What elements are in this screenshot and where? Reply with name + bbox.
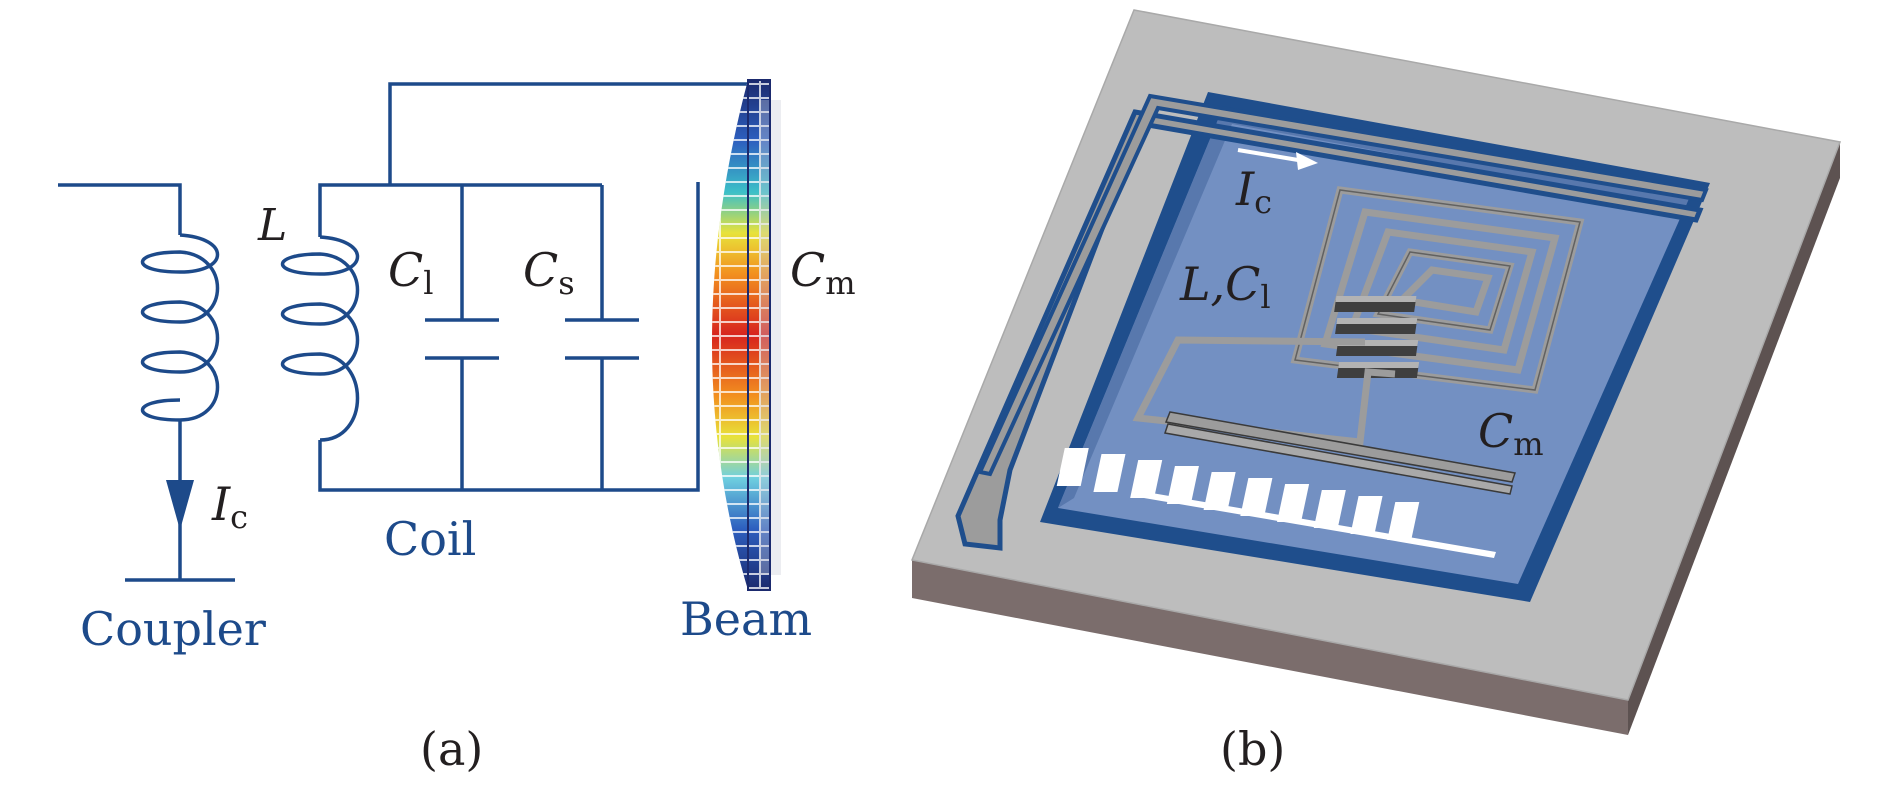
current-label: Ic	[211, 477, 248, 536]
cap-l-icon	[425, 185, 499, 490]
coil-left-wire	[318, 183, 602, 237]
beam-bottom-slot	[1144, 492, 1496, 558]
coupler-circuit	[58, 183, 235, 582]
beam-holes	[1056, 448, 1420, 540]
panel-b: Ic L,Cl Cm (b)	[910, 9, 1842, 776]
beam-label: Beam	[680, 592, 812, 646]
current-label-b: Ic	[1235, 162, 1272, 221]
cm-label-b: Cm	[1478, 404, 1544, 463]
feed-line	[955, 109, 1704, 551]
top-loop-wire	[388, 82, 748, 185]
panel-a: L Cl Cs Cm Ic Coupler Coil Beam (a)	[58, 79, 856, 776]
coil-label: Coil	[384, 512, 476, 566]
substrate-side-front	[912, 560, 1628, 735]
cl-capacitor-top	[1335, 296, 1420, 368]
cap-s-label: Cs	[523, 243, 575, 302]
current-arrow-icon	[166, 480, 194, 530]
feed-line-inner	[977, 93, 1709, 477]
coupler-coil-icon	[141, 233, 220, 422]
cm-electrode-2	[1164, 423, 1513, 495]
coupler-top-wire	[58, 183, 182, 235]
substrate-side-right	[1628, 142, 1840, 735]
coil-bottom-wire	[318, 182, 700, 492]
caption-a: (a)	[420, 722, 483, 776]
coupler-label: Coupler	[80, 602, 266, 656]
cm-electrode	[1164, 411, 1516, 483]
coil-circuit	[281, 82, 748, 492]
coil-inductor-icon	[281, 235, 360, 442]
lc-label: L,Cl	[1179, 257, 1271, 316]
cap-l-label: Cl	[388, 243, 433, 302]
beam-icon	[712, 79, 781, 591]
spiral-inductor-edges	[1294, 189, 1581, 391]
current-arrow-head-icon	[1296, 152, 1318, 170]
cap-m-label: Cm	[790, 243, 856, 302]
cap-s-icon	[565, 185, 639, 490]
cl-capacitor	[1334, 300, 1419, 378]
caption-b: (b)	[1220, 722, 1285, 776]
inductor-label: L	[257, 200, 287, 251]
